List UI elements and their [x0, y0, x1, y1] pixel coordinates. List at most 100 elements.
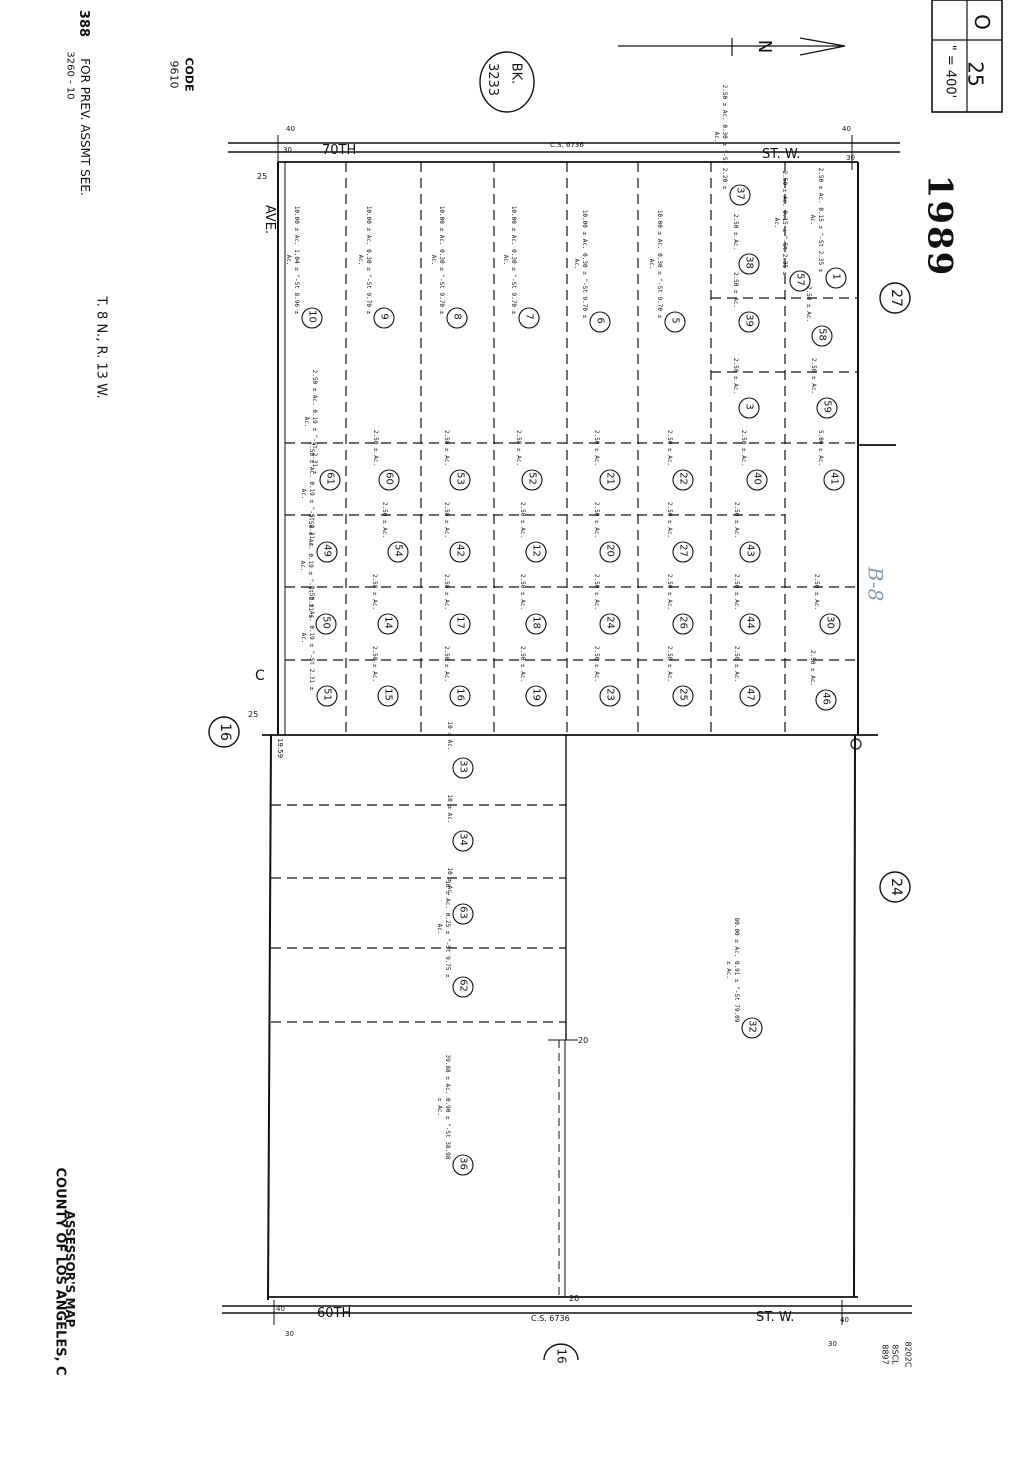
- parcel-circle-14: [377, 613, 399, 635]
- parcel-number-58[interactable]: 58: [816, 328, 828, 341]
- parcel-circle-39: [738, 311, 760, 333]
- parcel-number-30[interactable]: 30: [824, 616, 836, 629]
- parcel-number-42[interactable]: 42: [454, 544, 466, 557]
- parcel-number-41[interactable]: 41: [828, 472, 840, 485]
- parcel-number-22[interactable]: 22: [677, 472, 689, 485]
- parcel-number-51[interactable]: 51: [321, 688, 333, 701]
- parcel-number-50[interactable]: 50: [320, 616, 332, 629]
- parcel-circle-24: [599, 613, 621, 635]
- scale-number: 25: [963, 61, 988, 87]
- parcel-number-25[interactable]: 25: [677, 688, 689, 701]
- book-label: BK.: [508, 62, 524, 85]
- parcel-number-1[interactable]: 1: [830, 273, 842, 280]
- parcel-circle-25: [672, 685, 694, 707]
- parcel-circle-61: [319, 469, 341, 491]
- north-label: N: [754, 39, 776, 54]
- parcel-number-62[interactable]: 62: [457, 979, 469, 992]
- parcel-circle-27: [672, 541, 694, 563]
- parcel-area-62: 10 ± Ac. 0.25 ± "-St 9.75 ± Ac.: [436, 880, 451, 978]
- parcel-number-6[interactable]: 6: [594, 317, 606, 324]
- parcel-circle-16: [449, 685, 471, 707]
- parcel-number-17[interactable]: 17: [454, 616, 466, 629]
- parcel-number-44[interactable]: 44: [744, 616, 756, 629]
- map-circles: [208, 51, 911, 1361]
- parcel-circle-7: [518, 307, 540, 329]
- parcel-circle-57: [789, 270, 811, 292]
- parcel-circle-8: [446, 307, 468, 329]
- parcel-number-32[interactable]: 32: [746, 1020, 758, 1033]
- parcel-area-19: 2.50 ± Ac.: [519, 645, 526, 683]
- parcel-number-38[interactable]: 38: [743, 256, 755, 269]
- parcel-area-36: 39.88 ± Ac. 0.90 ± "-St 38.98 ± Ac.: [436, 1054, 451, 1160]
- dim-30-bl: 30: [285, 1330, 294, 1338]
- parcel-number-46[interactable]: 46: [820, 692, 832, 705]
- parcel-circle-62: [452, 976, 474, 998]
- cs-code-3: 8897: [880, 1344, 890, 1365]
- street-70th-cs: C.S. 6736: [550, 141, 584, 149]
- dim-25-top: 25: [257, 172, 268, 181]
- parcel-number-53[interactable]: 53: [454, 472, 466, 485]
- parcel-circle-51: [316, 685, 338, 707]
- street-60th-left: 60TH: [317, 1306, 352, 1321]
- street-c: C: [255, 668, 265, 684]
- prev-assessment-prefix: 388: [76, 9, 92, 38]
- street-60th-cs: C.S. 6736: [531, 1314, 570, 1323]
- parcel-area-54: 2.50 ± Ac.: [381, 501, 388, 539]
- dim-40-tr: 40: [842, 125, 851, 133]
- parcel-number-16[interactable]: 16: [454, 688, 466, 701]
- parcel-number-14[interactable]: 14: [382, 616, 394, 629]
- parcel-number-43[interactable]: 43: [744, 544, 756, 557]
- dim-30-br: 30: [828, 1340, 837, 1348]
- parcel-number-40[interactable]: 40: [751, 472, 763, 485]
- parcel-number-8[interactable]: 8: [451, 313, 463, 320]
- dim-40-bl: 40: [276, 1305, 285, 1313]
- parcel-number-21[interactable]: 21: [604, 472, 616, 485]
- parcel-number-54[interactable]: 54: [392, 544, 404, 557]
- parcel-circle-12: [525, 541, 547, 563]
- parcel-area-47: 2.50 ± Ac.: [733, 645, 740, 683]
- parcel-number-36[interactable]: 36: [457, 1157, 469, 1170]
- parcel-circle-3: [738, 397, 760, 419]
- parcel-number-61[interactable]: 61: [324, 472, 336, 485]
- parcel-circle-52: [521, 469, 543, 491]
- parcel-circle-22: [672, 469, 694, 491]
- parcel-number-49[interactable]: 49: [321, 544, 333, 557]
- adjacent-sheet-24: 24: [887, 878, 904, 896]
- parcel-number-12[interactable]: 12: [530, 544, 542, 557]
- parcel-number-15[interactable]: 15: [382, 688, 394, 701]
- parcel-number-9[interactable]: 9: [378, 313, 390, 320]
- parcel-area-57: 2.50 ± Ac. 0.15 ± "-St 2.35 ± Ac.: [773, 170, 788, 276]
- parcel-number-39[interactable]: 39: [743, 314, 755, 327]
- parcel-number-27[interactable]: 27: [677, 544, 689, 557]
- parcel-number-33[interactable]: 33: [457, 760, 469, 773]
- parcel-area-10: 10.00 ± Ac. 1.04 ± "-St 8.96 ± Ac.: [285, 205, 300, 315]
- parcel-circle-36: [452, 1154, 474, 1176]
- parcel-circle-42: [449, 541, 471, 563]
- parcel-number-24[interactable]: 24: [604, 616, 616, 629]
- dim-40-br: 40: [840, 1316, 849, 1324]
- parcel-circle-34: [452, 830, 474, 852]
- parcel-number-47[interactable]: 47: [744, 688, 756, 701]
- parcel-number-52[interactable]: 52: [526, 472, 538, 485]
- parcel-number-7[interactable]: 7: [523, 313, 535, 320]
- parcel-circle-53: [449, 469, 471, 491]
- adjacent-sheet-27: 27: [887, 289, 904, 307]
- parcel-number-19[interactable]: 19: [530, 688, 542, 701]
- parcel-area-46: 2.50 ± Ac.: [809, 649, 816, 687]
- scale-ratio: " = 400': [942, 44, 958, 99]
- parcel-area-32: 80.00 ± Ac. 0.91 ± "-St 79.09 ± Ac.: [725, 917, 740, 1023]
- parcel-number-23[interactable]: 23: [604, 688, 616, 701]
- parcel-number-20[interactable]: 20: [604, 544, 616, 557]
- parcel-area-40: 2.50 ± Ac.: [740, 429, 747, 467]
- parcel-number-10[interactable]: 10: [306, 310, 318, 323]
- parcel-area-25: 2.50 ± Ac.: [666, 645, 673, 683]
- parcel-number-5[interactable]: 5: [669, 317, 681, 324]
- parcel-circle-10: [301, 307, 323, 329]
- parcel-number-18[interactable]: 18: [530, 616, 542, 629]
- street-60th-right: ST. W.: [756, 1310, 795, 1325]
- parcel-number-34[interactable]: 34: [457, 833, 469, 846]
- parcel-number-26[interactable]: 26: [677, 616, 689, 629]
- parcel-circle-5: [664, 311, 686, 333]
- parcel-number-63[interactable]: 63: [457, 906, 469, 919]
